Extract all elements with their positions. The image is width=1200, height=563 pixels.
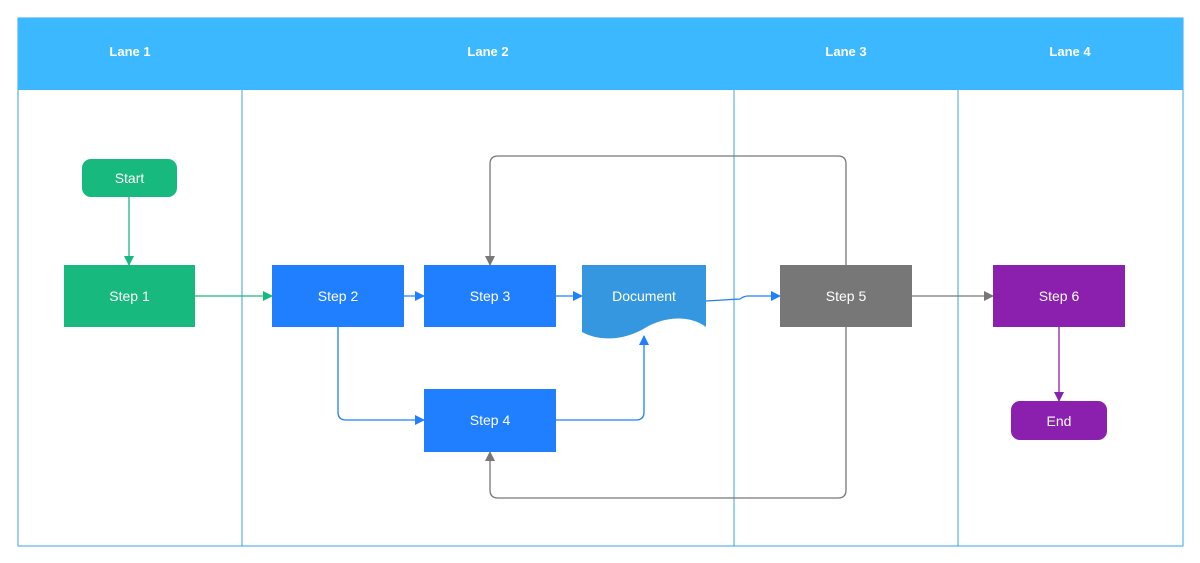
document-shape	[582, 265, 706, 339]
step5-label: Step 5	[826, 288, 867, 304]
lane-4-label: Lane 4	[1049, 44, 1091, 59]
step2-node[interactable]: Step 2	[272, 265, 404, 327]
step1-label: Step 1	[109, 288, 150, 304]
connector-step2-step4	[337, 327, 425, 425]
connector-step4-document	[556, 335, 649, 421]
connector-step5-step3	[485, 155, 847, 266]
start-node[interactable]: Start	[82, 159, 177, 197]
start-label: Start	[115, 170, 145, 186]
document-label: Document	[612, 288, 676, 304]
step6-node[interactable]: Step 6	[993, 265, 1125, 327]
connector-step5-step4	[485, 327, 847, 499]
step3-node[interactable]: Step 3	[424, 265, 556, 327]
lane-1-label: Lane 1	[109, 44, 150, 59]
lane-header-band	[18, 18, 1183, 90]
document-node[interactable]: Document	[582, 265, 706, 339]
step4-node[interactable]: Step 4	[424, 389, 556, 452]
step1-node[interactable]: Step 1	[64, 265, 195, 327]
lane-2-label: Lane 2	[467, 44, 508, 59]
step5-node[interactable]: Step 5	[780, 265, 912, 327]
connector-document-step5	[705, 291, 781, 302]
step4-label: Step 4	[470, 412, 511, 428]
step3-label: Step 3	[470, 288, 511, 304]
step6-label: Step 6	[1039, 288, 1080, 304]
end-label: End	[1047, 413, 1072, 429]
lane-3-label: Lane 3	[825, 44, 866, 59]
end-node[interactable]: End	[1011, 401, 1107, 440]
step2-label: Step 2	[318, 288, 359, 304]
